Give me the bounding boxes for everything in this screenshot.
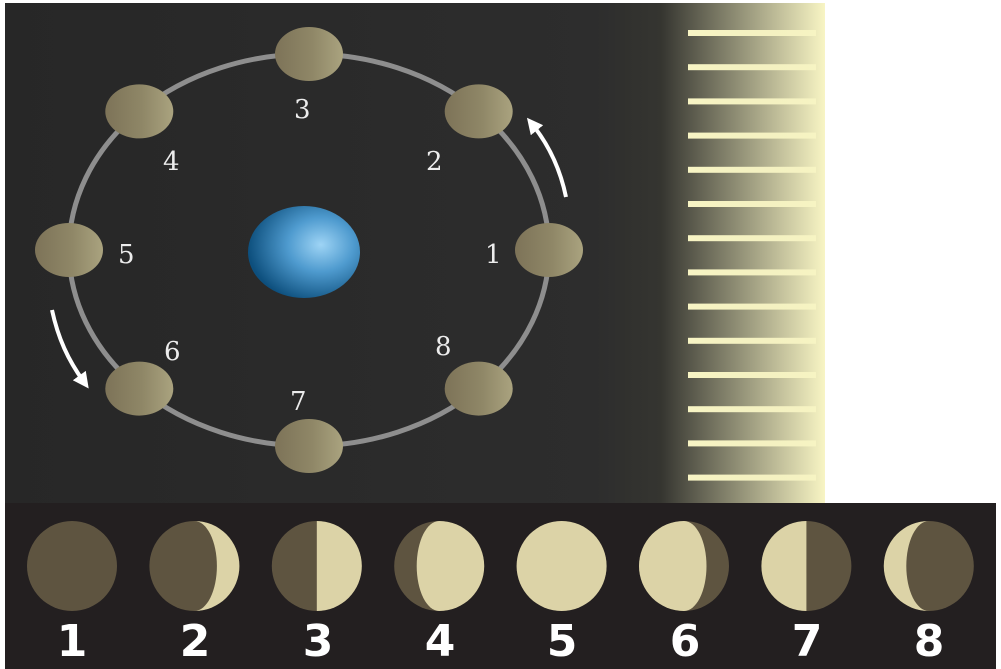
phase-number-8: 8: [914, 616, 945, 667]
orbit-moon-7: [275, 419, 343, 473]
orbit-direction-arrow-upper: [526, 117, 568, 198]
orbit-labels: 1 2 3 4 5 6 7 8: [118, 95, 502, 417]
orbit-label-8: 8: [435, 332, 452, 362]
phase-moon-2: [149, 521, 240, 611]
orbit-moon-3: [275, 27, 343, 81]
phase-moon-lit: [194, 521, 240, 611]
phase-number-5: 5: [547, 616, 578, 667]
phase-moon-lit: [883, 521, 929, 611]
phase-moon-lit: [761, 521, 807, 611]
phase-moon-5: [516, 521, 607, 611]
phase-number-4: 4: [425, 616, 456, 667]
orbit-label-5: 5: [118, 240, 135, 270]
phase-moon-lit: [639, 521, 707, 611]
sunlight-ray: [688, 406, 816, 413]
sunlight-ray: [688, 30, 816, 36]
orbit-moon-6: [105, 361, 174, 416]
phase-strip: 1 2 3 4 5 6 7 8: [5, 503, 996, 669]
phase-moon-disk: [27, 521, 117, 611]
orbit-label-7: 7: [290, 387, 307, 417]
orbit-moon-8: [444, 361, 513, 416]
sunlight-ray: [688, 98, 816, 105]
orbit-label-6: 6: [164, 337, 181, 367]
phase-moon-lit: [316, 521, 362, 611]
sunlight-ray: [688, 474, 816, 481]
phase-number-1: 1: [57, 616, 88, 667]
phase-numbers: 1 2 3 4 5 6 7 8: [57, 616, 945, 667]
phase-moon-lit: [416, 521, 485, 611]
sunlight-ray: [688, 235, 816, 242]
sunlight-ray: [688, 303, 816, 310]
sunlight-ray: [688, 269, 816, 276]
orbit-moons: [35, 27, 583, 473]
phase-moon-lit: [516, 521, 607, 611]
sunlight-ray: [688, 201, 816, 207]
phase-moon-1: [27, 521, 117, 611]
orbit-moon-5: [35, 223, 103, 277]
phase-number-3: 3: [303, 616, 334, 667]
sunlight-rays: [688, 30, 816, 481]
sunlight-ray: [688, 166, 816, 173]
phase-number-6: 6: [670, 616, 701, 667]
orbit-panel: 1 2 3 4 5 6 7 8: [5, 3, 825, 503]
earth: [248, 206, 360, 298]
orbit-label-3: 3: [294, 95, 311, 125]
phase-moons: [27, 521, 974, 611]
phase-strip-background: [5, 503, 996, 669]
sunlight-ray: [688, 372, 816, 378]
phase-number-7: 7: [792, 616, 823, 667]
orbit-direction-arrow-lower: [50, 309, 89, 389]
phase-moon-3: [271, 521, 362, 611]
phase-moon-8: [883, 521, 974, 611]
phase-moon-4: [394, 521, 485, 611]
sunlight-ray: [688, 337, 816, 344]
orbit-label-4: 4: [163, 147, 180, 177]
sunlight-ray: [688, 440, 816, 447]
sunlight-ray: [688, 132, 816, 139]
orbit-moon-4: [105, 84, 174, 139]
phase-number-2: 2: [180, 616, 211, 667]
sunlight-ray: [688, 64, 816, 71]
phase-moon-7: [761, 521, 852, 611]
orbit-label-1: 1: [485, 240, 502, 270]
orbit-moon-2: [444, 84, 513, 139]
orbit-moon-1: [515, 223, 583, 277]
phase-moon-6: [639, 521, 729, 611]
orbit-label-2: 2: [426, 147, 443, 177]
